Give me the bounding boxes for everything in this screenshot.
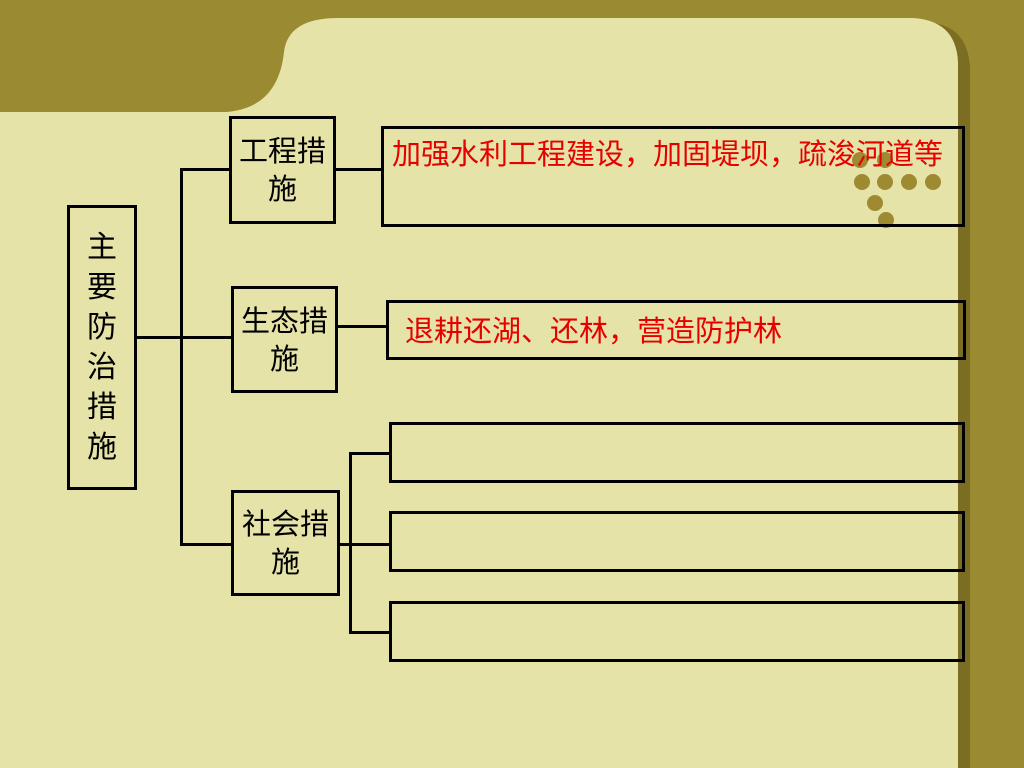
- connector-social-fork: [338, 543, 352, 546]
- root-char: 主: [87, 229, 117, 265]
- detail-text: 加强水利工程建设，加固堤坝，疏浚河道等: [392, 137, 944, 171]
- root-char: 施: [87, 429, 117, 465]
- detail-box-engineering: 加强水利工程建设，加固堤坝，疏浚河道等: [381, 126, 965, 227]
- social-fork-branch-1: [349, 452, 391, 455]
- root-box: 主 要 防 治 措 施: [67, 205, 137, 490]
- detail-box-social-1: [389, 422, 965, 483]
- social-fork-branch-3: [349, 631, 391, 634]
- branch-ecological: [180, 336, 234, 339]
- detail-box-social-2: [389, 511, 965, 572]
- root-char: 防: [87, 309, 117, 345]
- connector-engineering-detail: [334, 168, 384, 171]
- root-char: 要: [87, 269, 117, 305]
- social-fork-branch-2: [349, 543, 391, 546]
- dot-cluster-icon: [852, 152, 941, 228]
- trunk-line: [180, 168, 183, 546]
- category-box-social: 社会措施: [231, 490, 340, 596]
- category-label: 工程措施: [238, 134, 326, 206]
- root-connector: [135, 336, 183, 339]
- category-label: 生态措施: [240, 303, 328, 376]
- category-label: 社会措施: [241, 507, 329, 579]
- branch-engineering: [180, 168, 232, 171]
- content-panel: [0, 18, 958, 768]
- category-box-ecological: 生态措施: [231, 286, 338, 393]
- branch-social: [180, 543, 234, 546]
- root-char: 治: [87, 349, 117, 385]
- root-label: 主 要 防 治 措 施: [70, 208, 134, 487]
- detail-box-social-3: [389, 601, 965, 662]
- detail-text: 退耕还湖、还林，营造防护林: [405, 314, 783, 348]
- connector-ecological-detail: [336, 325, 388, 328]
- category-box-engineering: 工程措施: [229, 116, 336, 224]
- root-char: 措: [87, 389, 117, 425]
- detail-box-ecological: 退耕还湖、还林，营造防护林: [386, 300, 966, 360]
